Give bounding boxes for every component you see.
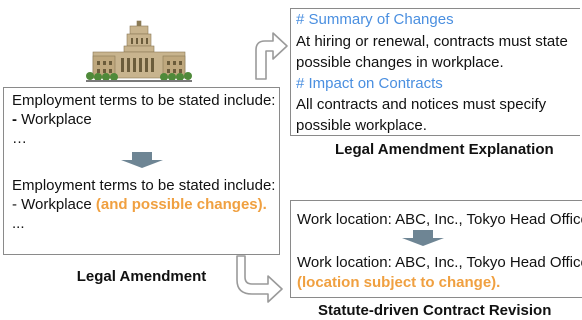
impact-line-1: All contracts and notices must specify <box>296 96 547 113</box>
impact-heading: # Impact on Contracts <box>296 75 443 92</box>
after-ellipsis: ... <box>12 215 25 232</box>
after-item-text: - Workplace <box>12 196 92 213</box>
before-terms-title: Employment terms to be stated include: <box>12 92 276 109</box>
before-item-bullet: - <box>12 111 17 128</box>
impact-line-2: possible workplace. <box>296 117 427 134</box>
legal-amendment-caption: Legal Amendment <box>76 268 207 285</box>
after-terms-title: Employment terms to be stated include: <box>12 177 276 194</box>
after-item-accent: (and possible changes). <box>95 196 267 213</box>
explanation-caption: Legal Amendment Explanation <box>335 141 554 158</box>
before-ellipsis: … <box>12 130 27 147</box>
amendment-explanation-box <box>290 8 580 136</box>
contract-after-text: Work location: ABC, Inc., Tokyo Head Off… <box>297 254 582 271</box>
summary-line-2: possible changes in workplace. <box>296 54 504 71</box>
legal-amendment-box <box>3 87 280 255</box>
summary-heading: # Summary of Changes <box>296 11 454 28</box>
before-item-text: Workplace <box>21 111 92 128</box>
contract-revision-box <box>290 200 582 298</box>
contract-after-accent: (location subject to change). <box>297 274 501 291</box>
after-workplace-item: - Workplace (and possible changes). <box>12 195 267 215</box>
contract-text-clip: Work location: ABC, Inc., Tokyo Head Off… <box>291 201 582 297</box>
contract-before-text: Work location: ABC, Inc., Tokyo Head Off… <box>297 211 582 228</box>
summary-line-1: At hiring or renewal, contracts must sta… <box>296 33 568 50</box>
before-workplace-item: - Workplace <box>12 110 92 130</box>
contract-revision-caption: Statute-driven Contract Revision <box>318 302 552 319</box>
